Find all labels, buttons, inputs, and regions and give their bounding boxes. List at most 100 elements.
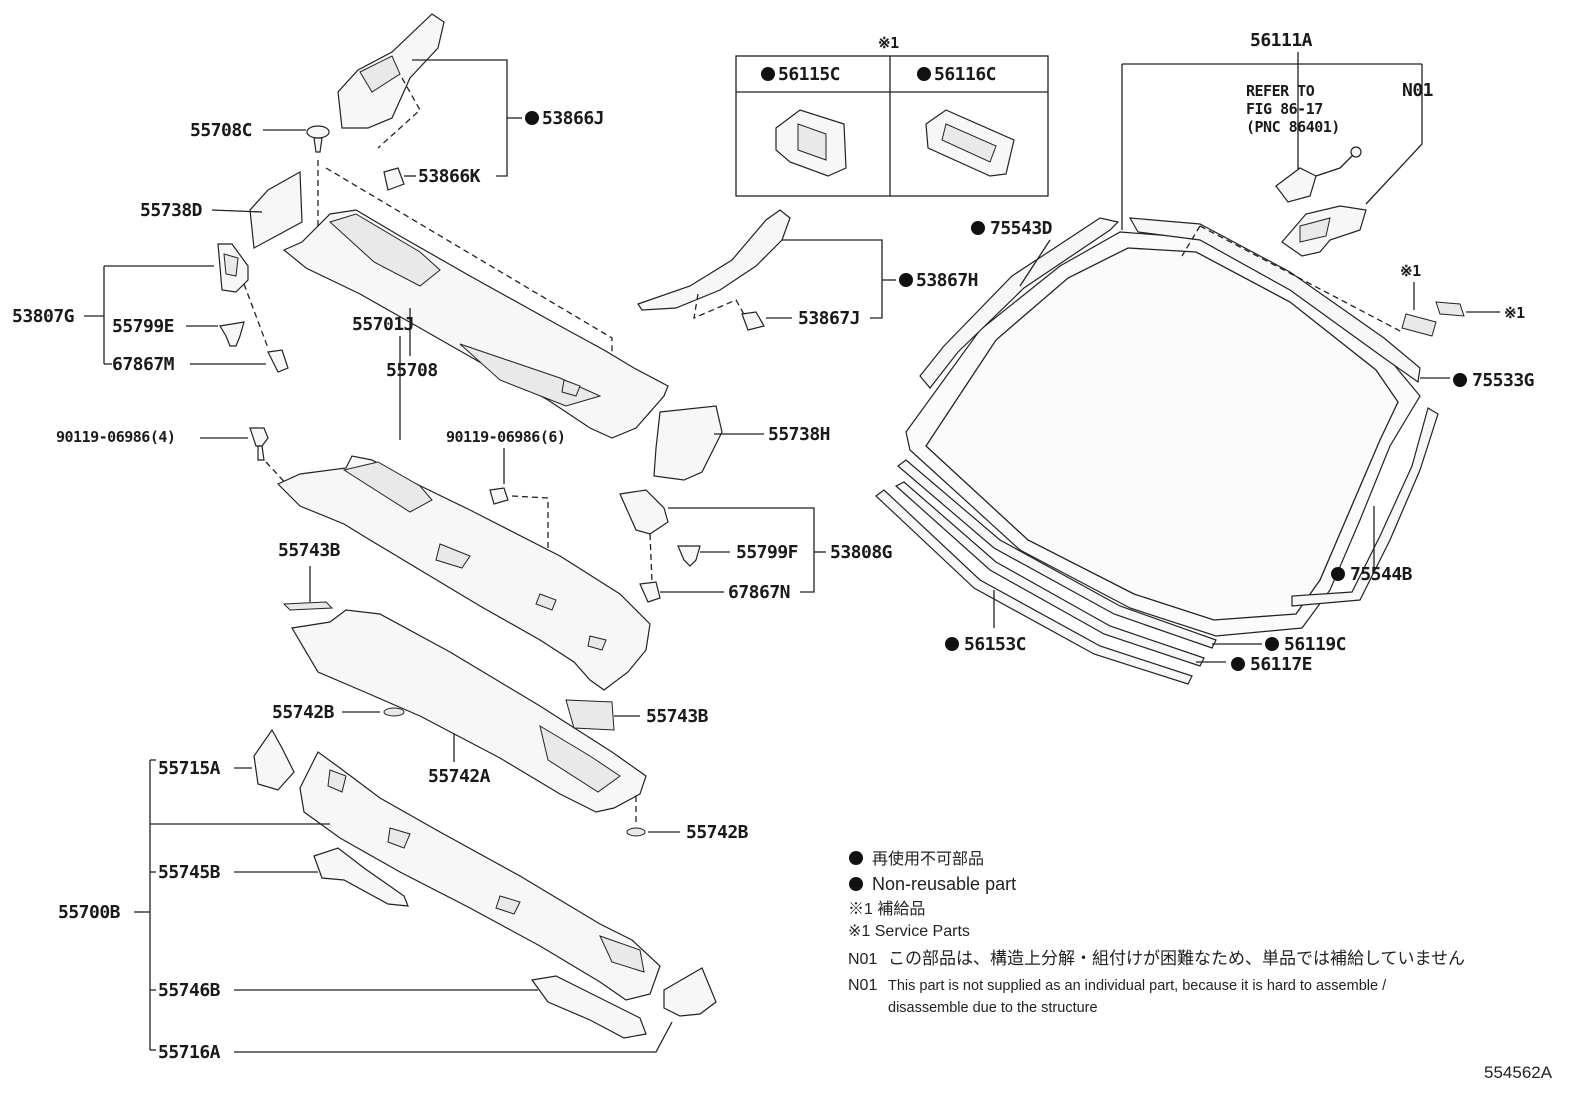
legend-n01-code-2: N01	[848, 977, 877, 994]
part-dam-56153c-shape	[875, 489, 1193, 685]
part-pad-55743b-shape	[282, 601, 334, 611]
label-55708: 55708	[386, 360, 438, 381]
refer-line3: (PNC 86401)	[1246, 118, 1340, 136]
part-seal-53866j-shape	[337, 13, 445, 129]
label-55708c: 55708C	[190, 120, 252, 141]
inset-note: ※1	[878, 34, 899, 52]
part-hinge-53808g-shape	[619, 489, 669, 535]
label-53866j: 53866J	[542, 108, 604, 129]
part-cowl-lower-55700b-shape	[299, 751, 661, 1001]
non-reusable-dot	[1265, 637, 1279, 651]
inset-box	[735, 55, 1049, 197]
label-55799e: 55799E	[112, 316, 174, 337]
part-bolt-90119-4-shape	[249, 427, 269, 461]
label-55743b-left: 55743B	[278, 540, 341, 561]
label-55742b-right: 55742B	[686, 822, 749, 843]
part-clip-56116c-shape	[925, 109, 1015, 177]
legend-service-jp: ※1 補給品	[848, 900, 925, 918]
non-reusable-dot	[1231, 657, 1245, 671]
legend-n01-en-1: This part is not supplied as an individu…	[888, 978, 1387, 994]
part-brace-55746b-shape	[530, 975, 647, 1039]
label-55746b: 55746B	[158, 980, 221, 1001]
label-55715a: 55715A	[158, 758, 221, 779]
label-90119-06986-4: 90119-06986(4)	[56, 428, 175, 446]
part-clip-67867n-shape	[639, 581, 661, 603]
legend-service-en: ※1 Service Parts	[848, 923, 970, 940]
non-reusable-dot	[525, 111, 539, 125]
part-clip-53866k-shape	[383, 167, 405, 191]
label-55742b-left: 55742B	[272, 702, 335, 723]
label-n01: N01	[1402, 80, 1433, 101]
label-75533g: 75533G	[1472, 370, 1534, 391]
part-pad-55743b-right-shape	[565, 699, 615, 731]
label-55700b: 55700B	[58, 902, 121, 923]
part-molding-75544b-shape	[1291, 407, 1439, 607]
part-clip-56115c-shape	[775, 109, 847, 177]
part-molding-56119c-shape	[897, 459, 1217, 649]
inset-left-part: 56115C	[778, 64, 840, 85]
refer-line2: FIG 86-17	[1246, 100, 1323, 118]
label-90119-06986-6: 90119-06986(6)	[446, 428, 565, 446]
part-bracket-55738h-shape	[653, 405, 723, 481]
part-insulator-55742a-shape	[291, 609, 647, 813]
part-plug-55742b-shape	[383, 707, 405, 717]
part-clip-55799f-shape	[677, 545, 701, 567]
label-55738d: 55738D	[140, 200, 203, 221]
part-clip-55708c-shape	[306, 125, 330, 153]
part-brace-55745b-shape	[313, 847, 409, 907]
part-dam-56117e-shape	[894, 481, 1205, 667]
label-55716a: 55716A	[158, 1042, 221, 1063]
label-53866k: 53866K	[418, 166, 481, 187]
part-bracket-55738d-shape	[249, 170, 303, 249]
part-clip-53867j-shape	[741, 311, 765, 331]
part-bracket-55716a-shape	[663, 967, 717, 1017]
part-mirror-bracket-shape	[1281, 205, 1367, 257]
legend-n01-code: N01	[848, 951, 877, 968]
label-53808g: 53808G	[830, 542, 892, 563]
part-clip-67867m-shape	[267, 349, 289, 373]
part-clip-service-a-shape	[1401, 313, 1437, 337]
legend-n01-en-2: disassemble due to the structure	[888, 1000, 1098, 1016]
label-53807g: 53807G	[12, 306, 74, 327]
part-hinge-53807g-shape	[217, 243, 249, 293]
non-reusable-dot	[971, 221, 985, 235]
label-55743b-right: 55743B	[646, 706, 709, 727]
note-a: ※1	[1400, 262, 1421, 280]
label-67867m: 67867M	[112, 354, 175, 375]
refer-line1: REFER TO	[1246, 82, 1315, 100]
legend: 再使用不可部品 Non-reusable part ※1 補給品 ※1 Serv…	[848, 850, 1465, 1016]
non-reusable-dot	[945, 637, 959, 651]
label-55742a: 55742A	[428, 766, 491, 787]
part-bracket-55715a-shape	[253, 728, 295, 791]
label-55745b: 55745B	[158, 862, 221, 883]
legend-non-reusable-en: Non-reusable part	[872, 874, 1016, 894]
note-b: ※1	[1504, 304, 1525, 322]
part-plug-55742b-right-shape	[626, 827, 646, 837]
part-molding-75543d-shape	[919, 217, 1120, 389]
label-56153c: 56153C	[964, 634, 1026, 655]
part-bolt-90119-6-shape	[489, 487, 509, 505]
label-75544b: 75544B	[1350, 564, 1413, 585]
label-55799f: 55799F	[736, 542, 798, 563]
inset-right-part: 56116C	[934, 64, 996, 85]
non-reusable-dot	[1331, 567, 1345, 581]
part-clip-55799e-shape	[219, 321, 245, 347]
non-reusable-dot	[917, 67, 931, 81]
label-56117e: 56117E	[1250, 654, 1312, 675]
part-cowl-panel-55708-shape	[282, 209, 669, 439]
label-53867j: 53867J	[798, 308, 860, 329]
legend-non-reusable-jp: 再使用不可部品	[872, 850, 984, 868]
label-56111a: 56111A	[1250, 30, 1313, 51]
figure-id: 554562A	[1484, 1063, 1553, 1082]
part-molding-75533g-shape	[1128, 217, 1421, 384]
label-55738h: 55738H	[768, 424, 830, 445]
part-seal-53867h-shape	[637, 209, 791, 311]
part-clip-service-b-shape	[1435, 301, 1465, 317]
label-56119c: 56119C	[1284, 634, 1346, 655]
non-reusable-dot	[1453, 373, 1467, 387]
non-reusable-dot	[761, 67, 775, 81]
label-75543d: 75543D	[990, 218, 1053, 239]
label-67867n: 67867N	[728, 582, 790, 603]
part-sensor-cover-shape	[1275, 146, 1362, 203]
